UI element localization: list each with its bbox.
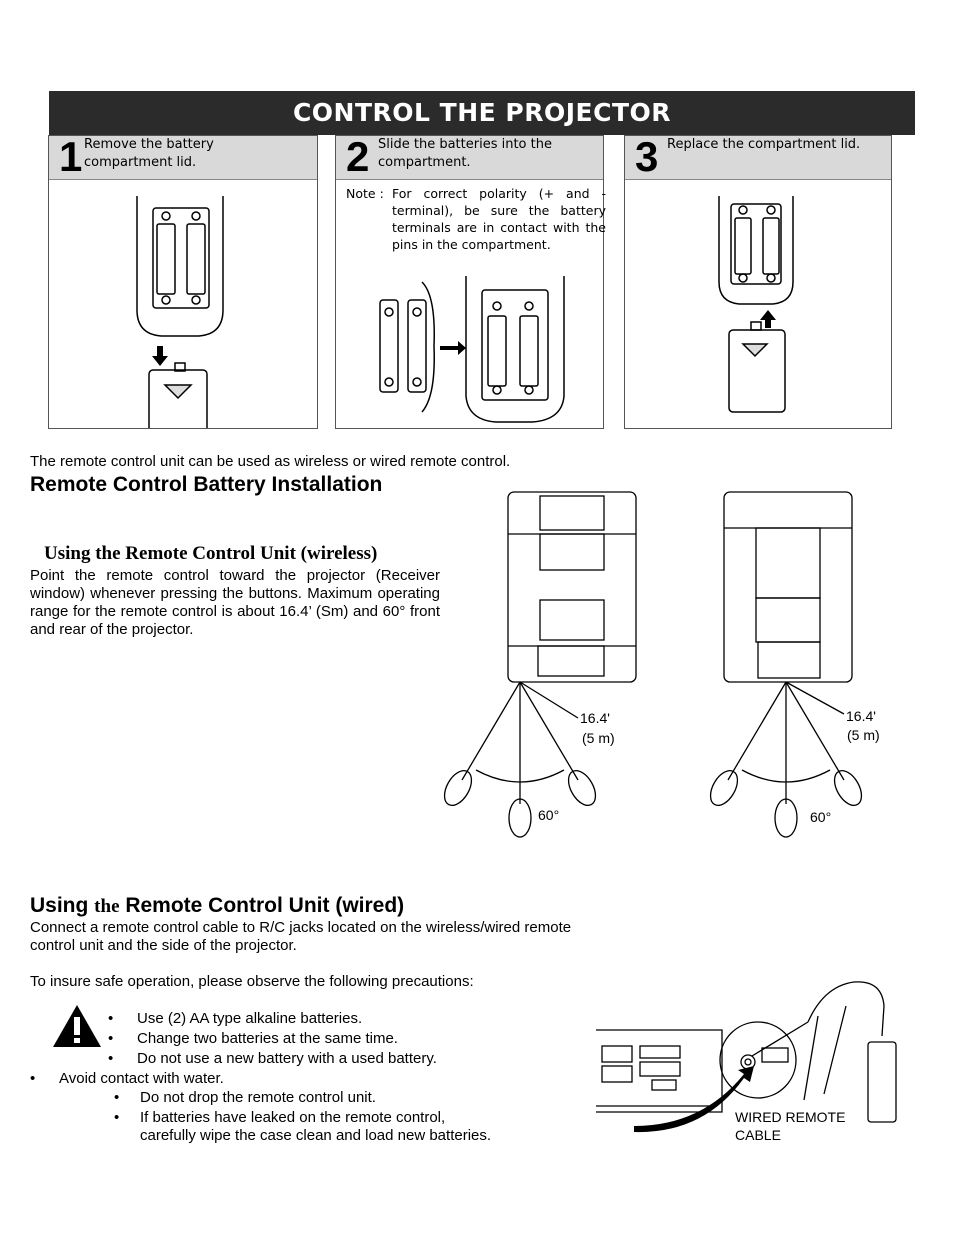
battery-insert-illustration	[379, 276, 565, 423]
step-panel-3: 3 Replace the compartment lid.	[624, 133, 892, 429]
wired-heading: Using the Remote Control Unit (wired)	[30, 894, 404, 918]
precaution-item-6: If batteries have leaked on the remote c…	[140, 1109, 446, 1126]
wired-heading-part1: Using	[30, 894, 95, 917]
bullet-2: •	[108, 1030, 114, 1047]
step-text-3: Replace the compartment lid.	[667, 136, 860, 154]
step-header-1: 1 Remove the battery compartment lid.	[49, 133, 317, 180]
precautions-intro: To insure safe operation, please observe…	[30, 973, 474, 990]
step-text-1: Remove the battery compartment lid.	[84, 136, 214, 172]
precaution-item-2: Change two batteries at the same time.	[137, 1030, 398, 1047]
wireless-paragraph: Point the remote control toward the proj…	[30, 567, 440, 638]
wireless-range-diagram: 16.4' (5 m) 60° 16.4' (5 m) 60°	[443, 491, 880, 838]
bullet-6: •	[114, 1109, 120, 1126]
range-distance-m-1: (5 m)	[582, 730, 615, 746]
note-text: For correct polarity (+ and - terminal),…	[392, 186, 606, 252]
bullet-5: •	[114, 1089, 120, 1106]
range-distance-ft-2: 16.4'	[846, 708, 876, 724]
precaution-item-5: Do not drop the remote control unit.	[140, 1089, 376, 1106]
step-header-3: 3 Replace the compartment lid.	[625, 133, 891, 180]
range-distance-ft-1: 16.4'	[580, 710, 610, 726]
precaution-item-3: Do not use a new battery with a used bat…	[137, 1050, 437, 1067]
step-panel-1: 1 Remove the battery compartment lid.	[48, 133, 318, 429]
bullet-1: •	[108, 1010, 114, 1027]
step-text-2-line1: Slide the batteries into the	[378, 137, 552, 152]
range-distance-m-2: (5 m)	[847, 727, 880, 743]
wired-paragraph: Connect a remote control cable to R/C ja…	[30, 919, 572, 954]
range-angle-1: 60°	[538, 807, 559, 823]
step-number-3: 3	[635, 133, 659, 180]
step-panel-2: 2 Slide the batteries into the compartme…	[335, 133, 606, 429]
remote-close-illustration	[718, 196, 794, 413]
wired-heading-part2: the	[94, 896, 120, 917]
precaution-item-6-continued: carefully wipe the case clean and load n…	[140, 1127, 492, 1144]
warning-icon	[53, 1005, 101, 1047]
intro-text: The remote control unit can be used as w…	[30, 453, 511, 470]
step-text-3-line1: Replace the compartment lid.	[667, 137, 861, 152]
step-text-1-line2: compartment lid.	[84, 155, 197, 170]
step-text-2-line2: compartment.	[378, 155, 471, 170]
note-label: Note :	[346, 186, 384, 201]
step-number-1: 1	[59, 133, 83, 180]
step-text-1-line1: Remove the battery	[84, 137, 214, 152]
banner-title: CONTROL THE PROJECTOR	[292, 98, 672, 127]
bullet-3: •	[108, 1050, 114, 1067]
step-number-2: 2	[346, 133, 370, 180]
remote-open-illustration-1	[136, 196, 224, 428]
banner: CONTROL THE PROJECTOR	[49, 91, 915, 135]
wired-cable-illustration: WIRED REMOTE CABLE	[596, 981, 897, 1143]
range-angle-2: 60°	[810, 809, 831, 825]
bullet-4: •	[30, 1070, 36, 1087]
cable-label-line1: WIRED REMOTE	[735, 1109, 845, 1125]
battery-installation-heading: Remote Control Battery Installation	[30, 473, 383, 496]
step-header-2: 2 Slide the batteries into the compartme…	[336, 133, 603, 180]
precaution-item-4: Avoid contact with water.	[59, 1070, 224, 1087]
step-text-2: Slide the batteries into the compartment…	[378, 136, 552, 172]
wireless-heading: Using the Remote Control Unit (wireless)	[44, 543, 378, 564]
precaution-item-1: Use (2) AA type alkaline batteries.	[137, 1010, 363, 1027]
wired-heading-part3: Remote Control Unit (wired)	[119, 894, 405, 917]
cable-label-line2: CABLE	[735, 1127, 781, 1143]
